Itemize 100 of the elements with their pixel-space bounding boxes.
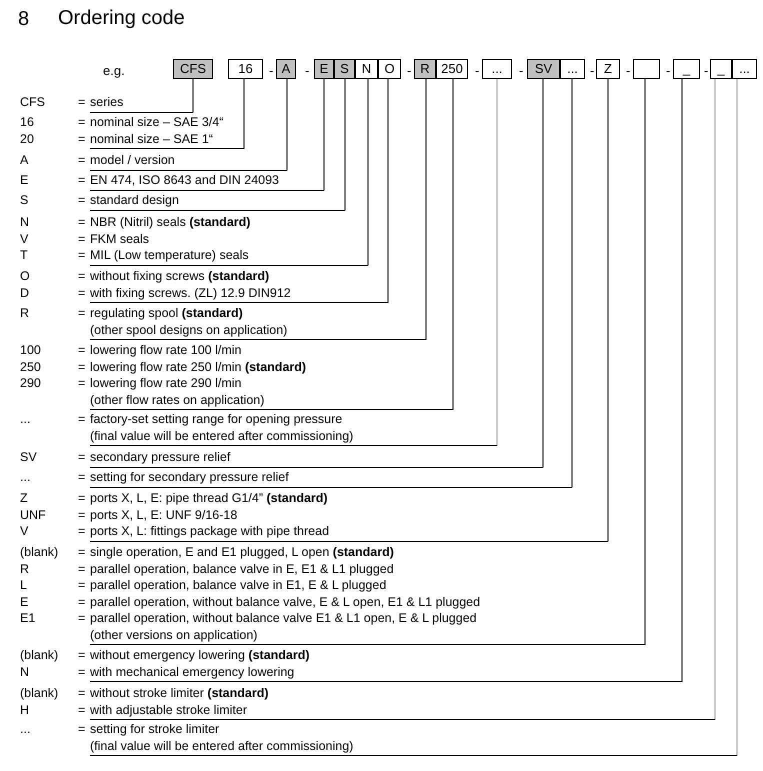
code-key: 20: [20, 130, 34, 146]
leader-line: [714, 78, 716, 720]
option-note: (final value will be entered after commissioning): [90, 738, 354, 754]
code-field: ...: [560, 59, 585, 79]
code-key: UNF: [20, 506, 46, 522]
code-field: CFS: [173, 59, 213, 79]
code-key: CFS: [20, 94, 45, 110]
option-description: without stroke limiter (standard): [90, 685, 269, 701]
code-key: O: [20, 268, 30, 284]
equals-sign: =: [78, 664, 86, 680]
code-key: E: [20, 172, 28, 188]
code-field: ...: [482, 59, 512, 79]
option-note: (other spool designs on application): [90, 322, 288, 338]
option-description: with fixing screws. (ZL) 12.9 DIN912: [90, 284, 291, 300]
equals-sign: =: [78, 506, 86, 522]
code-field: E: [314, 59, 334, 79]
code-key: R: [20, 305, 30, 321]
code-definition-block: [20, 647, 682, 682]
code-field: S: [334, 59, 355, 79]
section-title: Ordering code: [58, 7, 185, 30]
code-key: ...: [20, 411, 30, 427]
equals-sign: =: [78, 172, 86, 188]
option-description: model / version: [90, 152, 175, 168]
leader-line: [644, 78, 646, 646]
option-description: parallel operation, without balance valve E1 & L1 open, E & L plugged: [90, 610, 477, 626]
code-definition-block: [20, 152, 287, 170]
equals-sign: =: [78, 114, 86, 130]
empty-code-field: [633, 59, 660, 79]
code-key: L: [20, 577, 27, 593]
leader-line: [286, 78, 288, 171]
equals-sign: =: [78, 375, 86, 391]
equals-sign: =: [78, 94, 86, 110]
code-key: 100: [20, 342, 41, 358]
code-key: T: [20, 247, 28, 263]
code-key: 16: [20, 114, 34, 130]
equals-sign: =: [78, 490, 86, 506]
equals-sign: =: [78, 449, 86, 465]
option-description: parallel operation, balance valve in E, E1 & L1 plugged: [90, 560, 394, 576]
option-description: ports X, L, E: pipe thread G1/4” (standard): [90, 490, 328, 506]
option-description: parallel operation, balance valve in E1, E & L plugged: [90, 577, 386, 593]
code-key: A: [20, 152, 28, 168]
code-key: SV: [20, 449, 37, 465]
option-description: EN 474, ISO 8643 and DIN 24093: [90, 172, 280, 188]
code-key: V: [20, 230, 28, 246]
code-key: N: [20, 214, 30, 230]
option-description: with mechanical emergency lowering: [90, 664, 294, 680]
equals-sign: =: [78, 192, 86, 208]
code-definition-block: [20, 342, 453, 410]
option-description: nominal size – SAE 1“: [90, 130, 213, 146]
code-definition-block: [20, 411, 497, 446]
code-key: H: [20, 702, 30, 718]
equals-sign: =: [78, 130, 86, 146]
equals-sign: =: [78, 721, 86, 737]
option-note: (other flow rates on application): [90, 392, 264, 408]
equals-sign: =: [78, 411, 86, 427]
option-description: lowering flow rate 290 l/min: [90, 375, 242, 391]
option-description: FKM seals: [90, 230, 150, 246]
code-key: R: [20, 560, 30, 576]
code-key: 250: [20, 358, 41, 374]
option-description: setting for stroke limiter: [90, 721, 220, 737]
equals-sign: =: [78, 544, 86, 560]
equals-sign: =: [78, 214, 86, 230]
separator-dash: -: [305, 62, 310, 79]
option-note: (final value will be entered after commissioning): [90, 428, 354, 444]
code-field: SV: [527, 59, 560, 79]
option-description: ports X, L: fittings package with pipe thread: [90, 523, 330, 539]
option-description: standard design: [90, 192, 179, 208]
equals-sign: =: [78, 594, 86, 610]
separator-dash: -: [519, 62, 524, 79]
option-description: ports X, L, E: UNF 9/16-18: [90, 506, 238, 522]
code-definition-block: [20, 268, 388, 303]
option-description: NBR (Nitril) seals (standard): [90, 214, 250, 230]
option-note: (other versions on application): [90, 626, 258, 642]
equals-sign: =: [78, 358, 86, 374]
option-description: single operation, E and E1 plugged, L open (standard): [90, 544, 394, 560]
code-definition-block: [20, 192, 345, 210]
equals-sign: =: [78, 247, 86, 263]
code-key: D: [20, 284, 30, 300]
code-field: ...: [732, 59, 757, 79]
code-field: _: [710, 59, 732, 79]
separator-dash: -: [626, 62, 630, 79]
equals-sign: =: [78, 523, 86, 539]
code-field: Z: [596, 59, 620, 79]
separator-dash: -: [269, 62, 274, 79]
equals-sign: =: [78, 469, 86, 485]
code-key: N: [20, 664, 30, 680]
option-description: without emergency lowering (standard): [90, 647, 310, 663]
equals-sign: =: [78, 610, 86, 626]
separator-dash: -: [704, 62, 708, 79]
code-definition-block: [20, 114, 244, 149]
code-key: Z: [20, 490, 28, 506]
code-key: S: [20, 192, 28, 208]
leader-line: [542, 78, 544, 468]
code-key: ...: [20, 721, 30, 737]
option-description: lowering flow rate 250 l/min (standard): [90, 358, 306, 374]
option-description: factory-set setting range for opening pressure: [90, 411, 342, 427]
code-field: _: [673, 59, 700, 79]
code-definition-block: [20, 172, 324, 190]
leader-line: [192, 78, 194, 113]
example-label: e.g.: [103, 62, 125, 79]
